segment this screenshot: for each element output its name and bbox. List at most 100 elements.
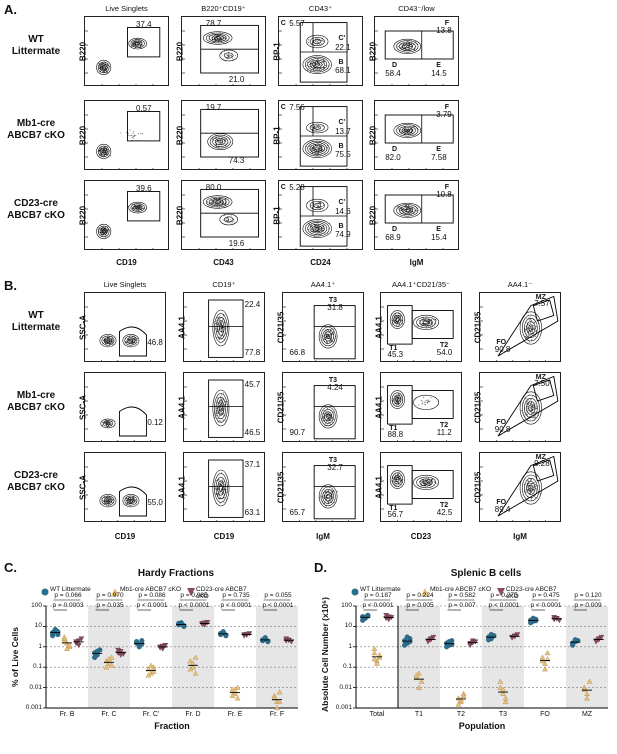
- density-contour: [205, 196, 230, 208]
- gate-label: T2: [440, 502, 449, 509]
- gate-percentage: 55.0: [147, 498, 163, 508]
- event-dot: [429, 480, 431, 482]
- event-dot: [314, 126, 316, 128]
- event-dot: [217, 317, 219, 319]
- event-dot: [399, 398, 401, 400]
- event-dot: [228, 56, 230, 58]
- event-dot: [320, 227, 322, 229]
- row-label: WT Littermate: [11, 310, 61, 333]
- y-axis-label: BP-1: [272, 206, 282, 225]
- event-dot: [409, 208, 411, 210]
- event-dot: [220, 36, 222, 38]
- event-dot: [530, 320, 532, 321]
- event-dot: [109, 343, 110, 345]
- event-dot: [394, 317, 396, 319]
- event-dot: [532, 412, 533, 414]
- event-dot: [120, 132, 122, 134]
- event-dot: [398, 402, 399, 404]
- category-shading: [398, 606, 440, 708]
- event-dot: [327, 416, 329, 418]
- gate-label: D: [392, 225, 398, 233]
- event-dot: [414, 49, 415, 50]
- density-contour: [208, 33, 227, 43]
- event-dot: [104, 499, 106, 501]
- event-dot: [315, 127, 317, 129]
- event-dot: [436, 483, 438, 485]
- data-point-mb1: [274, 705, 280, 711]
- event-dot: [316, 60, 318, 62]
- event-dot: [110, 496, 112, 498]
- event-dot: [325, 490, 326, 492]
- data-point-wt: [404, 634, 410, 640]
- event-dot: [531, 338, 533, 340]
- event-dot: [328, 415, 330, 417]
- event-dot: [527, 329, 529, 331]
- event-dot: [222, 482, 224, 484]
- event-dot: [216, 202, 218, 204]
- event-dot: [136, 209, 138, 210]
- event-dot: [328, 493, 330, 494]
- density-contour: [126, 337, 136, 344]
- event-dot: [527, 488, 529, 490]
- gate-box: [127, 111, 161, 142]
- density-contour: [105, 421, 111, 426]
- event-dot: [539, 493, 541, 495]
- event-dot: [400, 395, 402, 397]
- event-dot: [392, 319, 394, 321]
- y-axis-label: SSC-A: [78, 315, 88, 340]
- event-dot: [311, 146, 313, 148]
- event-dot: [224, 214, 225, 216]
- event-dot: [424, 401, 426, 403]
- gate-percentage: 39.6: [136, 183, 152, 193]
- event-dot: [530, 487, 532, 489]
- density-contour: [99, 147, 108, 156]
- event-dot: [108, 342, 110, 344]
- event-dot: [526, 333, 528, 335]
- event-dot: [226, 217, 228, 219]
- event-dot: [325, 65, 327, 67]
- event-dot: [529, 411, 531, 413]
- event-dot: [425, 319, 427, 321]
- event-dot: [392, 480, 394, 482]
- event-dot: [104, 228, 105, 230]
- gate-percentage: 66.8: [289, 348, 306, 357]
- event-dot: [321, 495, 323, 497]
- gate-label: T2: [440, 422, 449, 429]
- event-dot: [317, 151, 319, 153]
- event-dot: [427, 319, 429, 321]
- event-dot: [527, 489, 529, 491]
- event-dot: [407, 206, 409, 208]
- data-point-cd23: [556, 618, 563, 624]
- gate-percentage: 68.9: [385, 233, 401, 243]
- event-dot: [409, 128, 411, 130]
- event-dot: [329, 333, 331, 335]
- event-dot: [527, 485, 529, 487]
- event-dot: [224, 484, 225, 486]
- event-dot: [220, 321, 222, 323]
- data-point-mb1: [108, 654, 115, 660]
- density-contour: [105, 338, 111, 343]
- event-dot: [422, 479, 424, 481]
- event-dot: [224, 38, 226, 39]
- event-dot: [322, 149, 324, 150]
- event-dot: [133, 45, 135, 47]
- flow-plot-svg: [480, 295, 559, 361]
- data-point-mb1: [64, 645, 70, 651]
- event-dot: [327, 495, 329, 497]
- event-dot: [217, 498, 219, 500]
- data-point-mb1: [106, 660, 112, 666]
- event-dot: [432, 316, 434, 318]
- event-dot: [104, 64, 106, 66]
- event-dot: [140, 133, 142, 134]
- event-dot: [394, 477, 396, 479]
- flow-plot-svg: [375, 194, 454, 249]
- event-dot: [393, 403, 395, 405]
- data-point-mb1: [150, 668, 157, 674]
- event-dot: [105, 229, 107, 231]
- event-dot: [327, 329, 329, 331]
- event-dot: [105, 150, 107, 152]
- event-dot: [530, 403, 532, 405]
- gate-percentage: 31.8: [327, 303, 343, 313]
- x-axis-label: CD19: [116, 258, 137, 267]
